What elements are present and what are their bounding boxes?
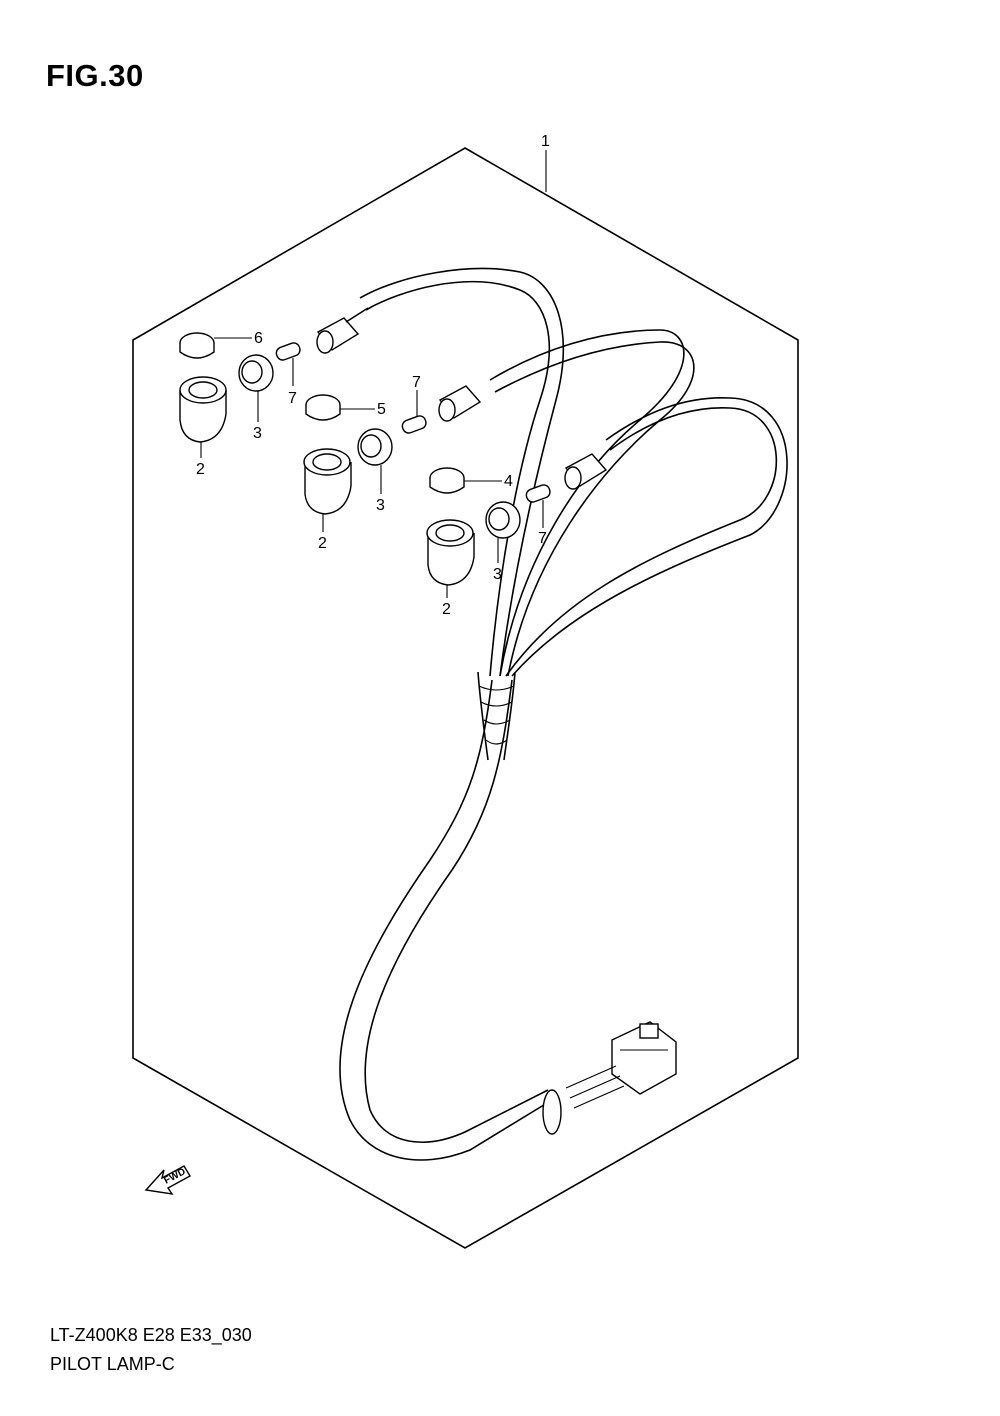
wiring-harness	[339, 267, 788, 1161]
figure-title: FIG.30	[46, 58, 144, 93]
callout-7c: 7	[538, 530, 547, 547]
bulb-7c	[525, 484, 551, 503]
callout-2c: 2	[442, 601, 451, 618]
callout-3a: 3	[253, 425, 262, 442]
callout-7a: 7	[288, 390, 297, 407]
lens-cover-5	[305, 394, 341, 421]
callout-5: 5	[377, 401, 386, 418]
callout-7b: 7	[412, 374, 421, 391]
grommet-3a	[238, 354, 274, 392]
callout-6: 6	[254, 330, 263, 347]
socket-holder-2a	[179, 376, 227, 443]
callout-2a: 2	[196, 461, 205, 478]
socket-holder-2c	[426, 519, 475, 586]
grommet-3c	[485, 501, 521, 539]
callout-4: 4	[504, 473, 513, 490]
lens-cover-4	[429, 467, 465, 494]
lens-cover-6	[179, 332, 215, 359]
callout-3c: 3	[493, 566, 502, 583]
bulb-socket-top	[316, 307, 369, 354]
bulb-7a	[275, 342, 301, 361]
model-code: LT-Z400K8 E28 E33_030	[50, 1325, 252, 1345]
bulb-7b	[401, 415, 427, 434]
assembly-outline	[132, 147, 799, 1249]
callout-1: 1	[541, 133, 550, 150]
part-name: PILOT LAMP-C	[50, 1354, 175, 1374]
grommet-3b	[357, 428, 393, 466]
callout-3b: 3	[376, 497, 385, 514]
callout-2b: 2	[318, 535, 327, 552]
harness-coupler	[542, 1021, 677, 1135]
socket-holder-2b	[303, 448, 352, 515]
bulb-socket-lower	[564, 453, 608, 490]
bulb-socket-middle	[438, 385, 482, 422]
fwd-arrow-icon: FWD	[144, 1165, 191, 1195]
